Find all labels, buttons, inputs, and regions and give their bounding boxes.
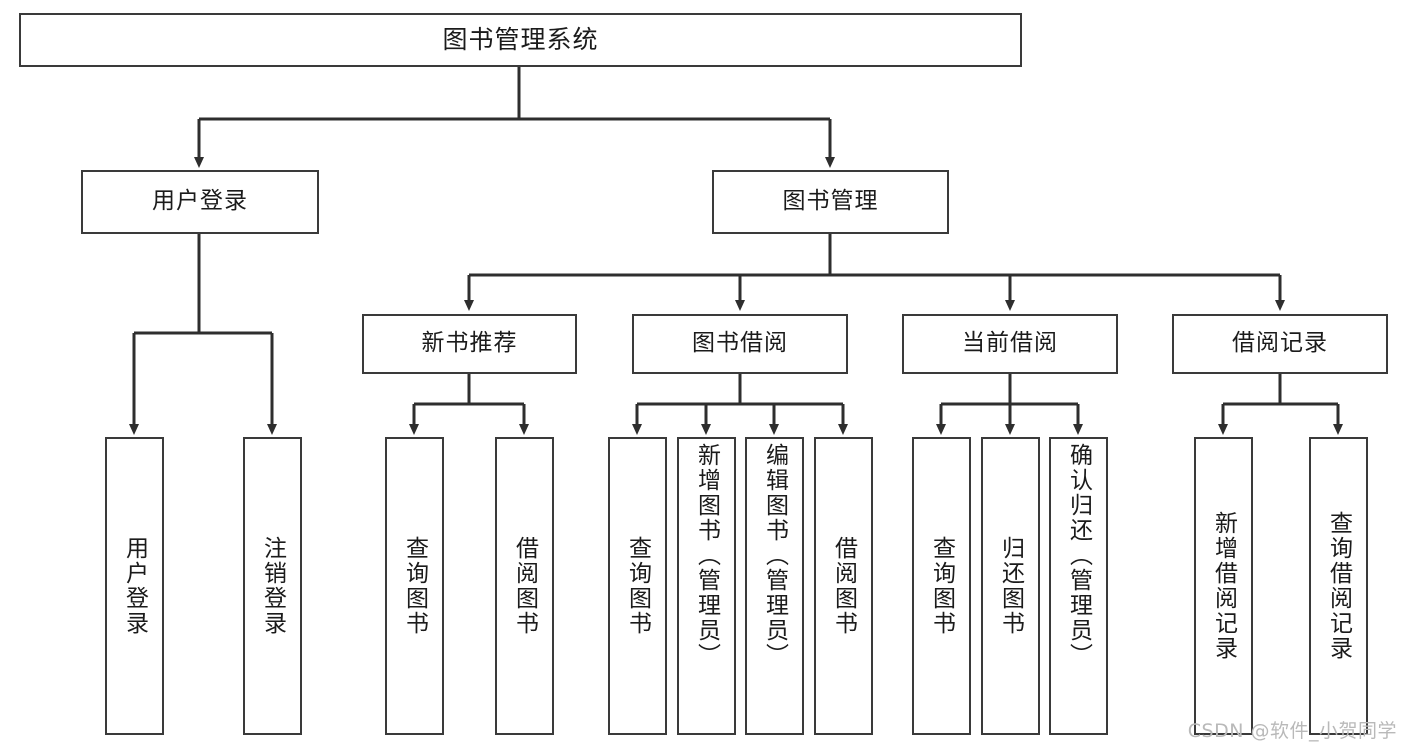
- node-new-book-rec[interactable]: 新书推荐: [362, 314, 577, 374]
- node-current-borrow-label: 当前借阅: [962, 330, 1058, 357]
- node-borrow-record[interactable]: 借阅记录: [1172, 314, 1388, 374]
- node-new-book-rec-label: 新书推荐: [421, 330, 518, 357]
- node-leaf-return-book-label: 归还图书: [997, 536, 1024, 636]
- node-leaf-user-login-label: 用户登录: [121, 536, 148, 636]
- node-user-login-label: 用户登录: [152, 188, 248, 215]
- node-leaf-query-book-1-label: 查询图书: [401, 536, 428, 636]
- node-leaf-edit-book-label: 编辑图书（管理员）: [761, 443, 788, 668]
- node-leaf-query-record[interactable]: 查询借阅记录: [1309, 437, 1368, 735]
- node-leaf-user-login[interactable]: 用户登录: [105, 437, 164, 735]
- node-leaf-query-book-3-label: 查询图书: [928, 536, 955, 636]
- node-leaf-edit-book[interactable]: 编辑图书（管理员）: [745, 437, 804, 735]
- node-leaf-user-logout-label: 注销登录: [259, 536, 286, 636]
- node-leaf-borrow-book-1[interactable]: 借阅图书: [495, 437, 554, 735]
- node-leaf-add-record-label: 新增借阅记录: [1210, 511, 1237, 661]
- node-leaf-borrow-book-2-label: 借阅图书: [830, 536, 857, 636]
- watermark-text: CSDN @软件_小贺同学: [1187, 720, 1397, 742]
- node-leaf-confirm-return-label: 确认归还（管理员）: [1065, 443, 1092, 668]
- node-book-borrow[interactable]: 图书借阅: [632, 314, 848, 374]
- node-leaf-add-book[interactable]: 新增图书（管理员）: [677, 437, 736, 735]
- node-user-login[interactable]: 用户登录: [81, 170, 319, 234]
- node-leaf-user-logout[interactable]: 注销登录: [243, 437, 302, 735]
- node-leaf-query-book-1[interactable]: 查询图书: [385, 437, 444, 735]
- node-book-manage[interactable]: 图书管理: [712, 170, 949, 234]
- node-leaf-query-book-2-label: 查询图书: [624, 536, 651, 636]
- node-leaf-add-book-label: 新增图书（管理员）: [693, 443, 720, 668]
- node-book-borrow-label: 图书借阅: [692, 330, 788, 357]
- node-root[interactable]: 图书管理系统: [19, 13, 1022, 67]
- node-current-borrow[interactable]: 当前借阅: [902, 314, 1118, 374]
- node-leaf-query-record-label: 查询借阅记录: [1325, 511, 1352, 661]
- node-leaf-query-book-2[interactable]: 查询图书: [608, 437, 667, 735]
- node-leaf-confirm-return[interactable]: 确认归还（管理员）: [1049, 437, 1108, 735]
- node-leaf-add-record[interactable]: 新增借阅记录: [1194, 437, 1253, 735]
- node-book-manage-label: 图书管理: [782, 188, 879, 215]
- node-leaf-query-book-3[interactable]: 查询图书: [912, 437, 971, 735]
- node-leaf-return-book[interactable]: 归还图书: [981, 437, 1040, 735]
- node-root-label: 图书管理系统: [442, 25, 599, 54]
- node-leaf-borrow-book-1-label: 借阅图书: [511, 536, 538, 636]
- node-borrow-record-label: 借阅记录: [1232, 330, 1328, 357]
- node-leaf-borrow-book-2[interactable]: 借阅图书: [814, 437, 873, 735]
